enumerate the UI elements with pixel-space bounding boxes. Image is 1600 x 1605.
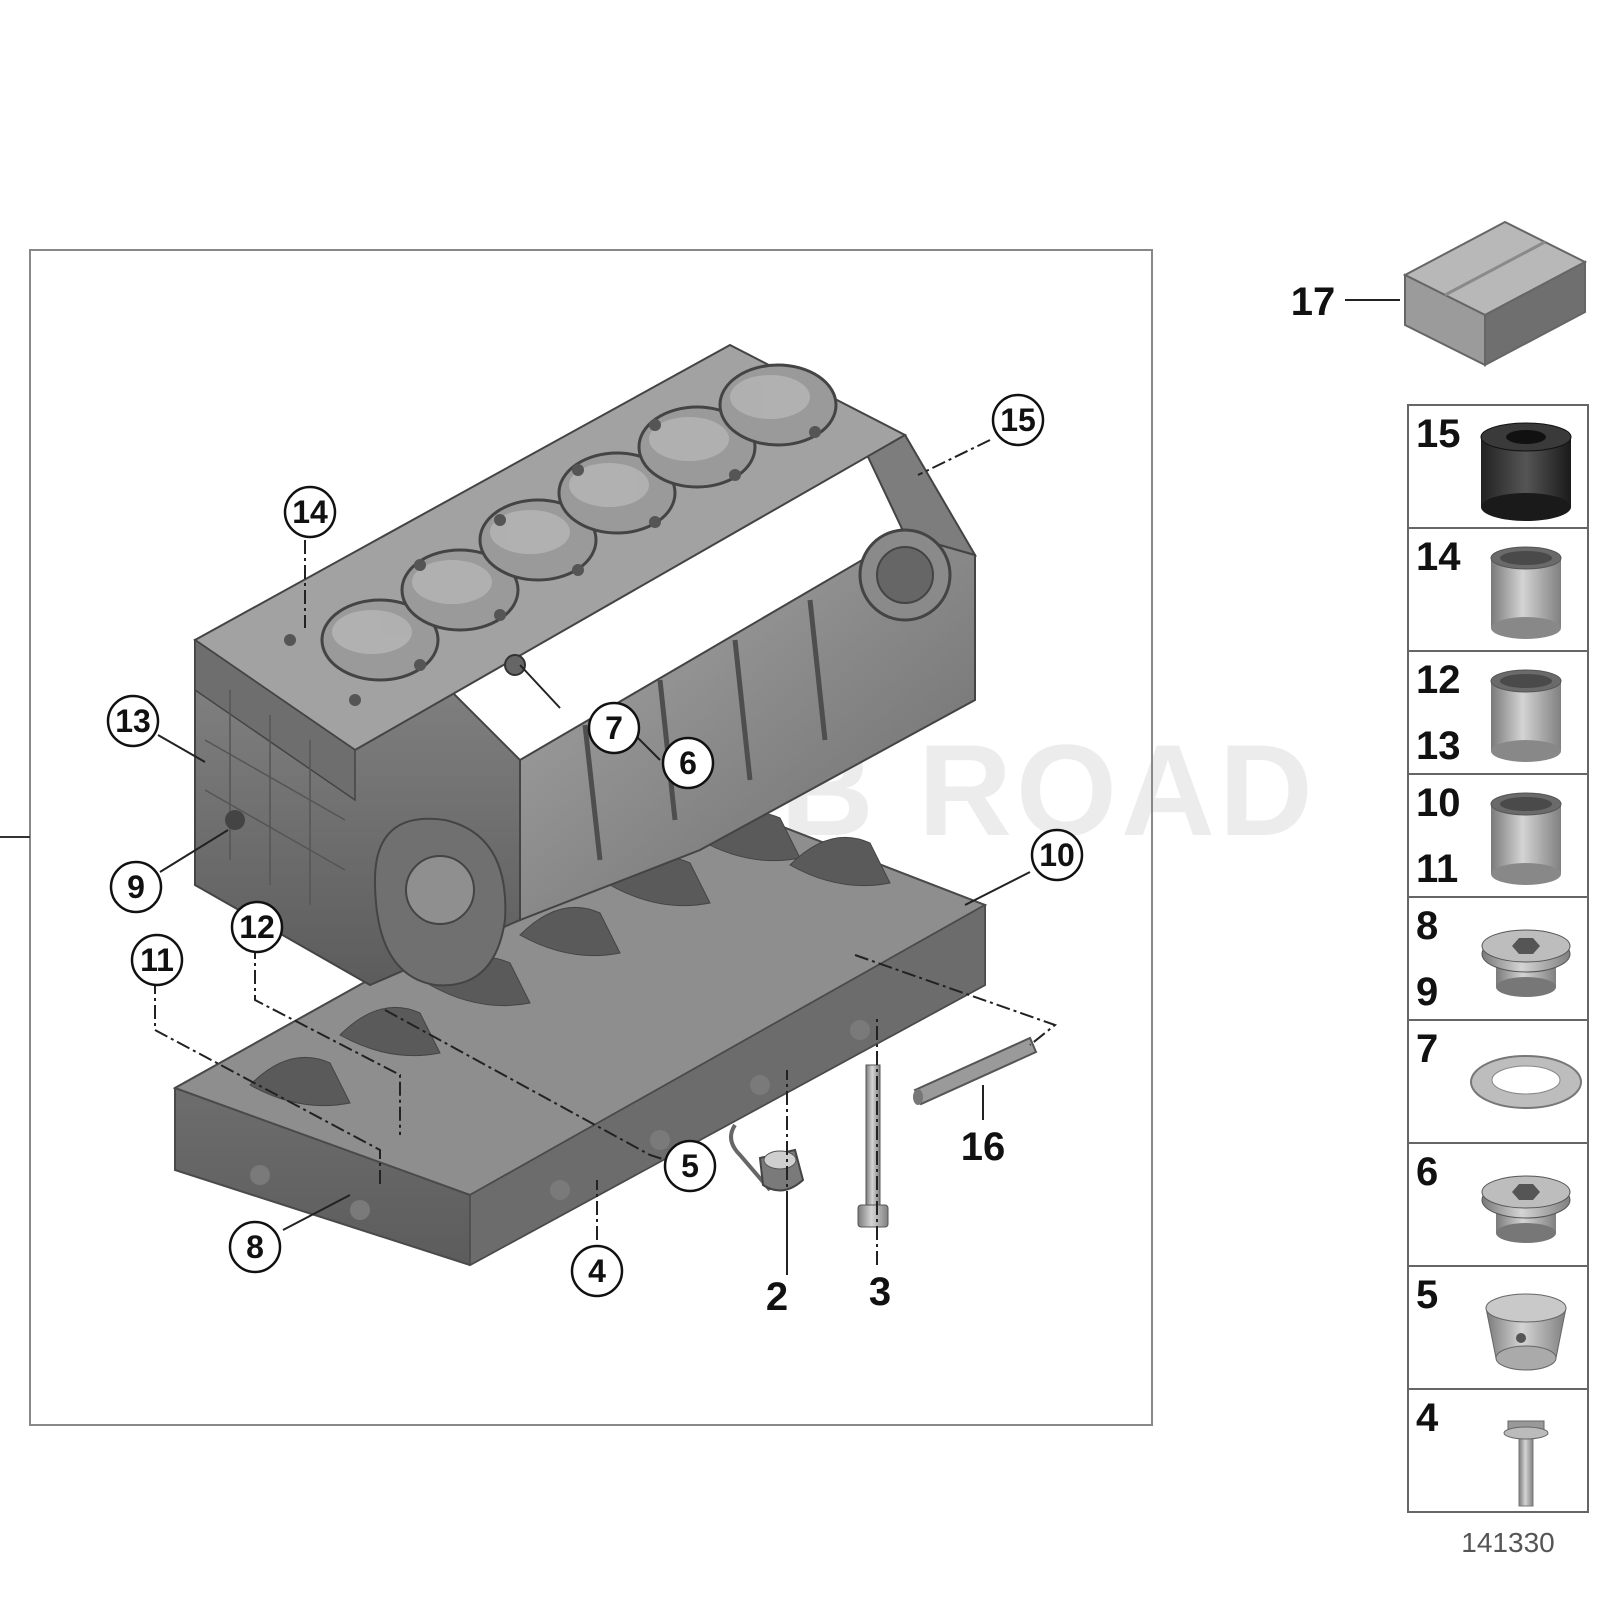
sidebar-label: 9 xyxy=(1416,970,1438,1014)
callout-12: 12 xyxy=(230,900,284,954)
sidebar-cell-7: 6 xyxy=(1408,1142,1588,1243)
sleeve-icon xyxy=(1490,792,1562,885)
label-16: 16 xyxy=(961,1125,1006,1169)
callout-4: 4 xyxy=(570,1244,624,1298)
callout-9: 9 xyxy=(109,860,163,914)
callout-label: 11 xyxy=(140,942,174,978)
sidebar-cell-3: 12 13 xyxy=(1408,650,1588,768)
leader-lines xyxy=(154,299,1400,1275)
sidebar-label: 4 xyxy=(1416,1396,1439,1440)
callout-label: 15 xyxy=(1000,402,1036,438)
callout-label: 9 xyxy=(127,869,145,905)
rubber-bush-icon xyxy=(1480,422,1572,521)
sidebar-cell-1: 15 xyxy=(1416,412,1572,521)
sidebar-label: 15 xyxy=(1416,412,1461,456)
sidebar-label: 11 xyxy=(1416,847,1458,891)
sidebar-cell-2: 14 xyxy=(1408,527,1588,639)
label-3: 3 xyxy=(869,1270,891,1314)
callout-label: 13 xyxy=(115,703,151,739)
sidebar-cell-9: 4 xyxy=(1408,1388,1588,1507)
callout-circle xyxy=(130,933,184,987)
callout-label: 6 xyxy=(679,745,697,781)
sidebar-cell-8: 5 xyxy=(1408,1265,1588,1371)
callout-5: 5 xyxy=(663,1139,717,1193)
screw-plug-icon xyxy=(1481,929,1571,997)
engine-block-illustration xyxy=(193,343,978,987)
callout-label: 14 xyxy=(292,494,328,530)
callout-group: 14 15 13 7 6 9 10 12 11 5 8 4 xyxy=(106,393,1084,1298)
bolt-icon xyxy=(1503,1420,1549,1507)
callout-label: 4 xyxy=(588,1253,606,1289)
callout-circle xyxy=(283,485,337,539)
sidebar-label: 6 xyxy=(1416,1150,1438,1194)
sidebar-label: 7 xyxy=(1416,1027,1438,1071)
callout-11: 11 xyxy=(130,933,184,987)
screw-plug-slotted-icon xyxy=(1485,1293,1567,1371)
label-2: 2 xyxy=(766,1275,788,1319)
callout-13: 13 xyxy=(106,694,160,748)
callout-circle xyxy=(228,1220,282,1274)
part-2-illustration xyxy=(729,1123,805,1192)
sleeve-icon xyxy=(1490,669,1562,762)
callout-10: 10 xyxy=(1030,828,1084,882)
callout-label: 5 xyxy=(681,1148,699,1184)
callout-7: 7 xyxy=(587,701,641,755)
sidebar-label: 13 xyxy=(1416,724,1461,768)
callout-circle xyxy=(587,701,641,755)
sidebar-cell-4: 10 11 xyxy=(1408,773,1588,891)
callout-14: 14 xyxy=(283,485,337,539)
callout-circle xyxy=(570,1244,624,1298)
sidebar-cell-6: 7 xyxy=(1408,1019,1588,1109)
callout-label: 7 xyxy=(605,710,623,746)
reference-number: 141330 xyxy=(1461,1527,1554,1558)
callout-15: 15 xyxy=(991,393,1045,447)
sidebar-label: 5 xyxy=(1416,1273,1438,1317)
callout-circle xyxy=(230,900,284,954)
callout-label: 12 xyxy=(239,909,275,945)
sleeve-icon xyxy=(1490,546,1562,639)
sidebar-cell-5: 89 xyxy=(1408,896,1588,1014)
label-17: 17 xyxy=(1291,280,1336,324)
callout-8: 8 xyxy=(228,1220,282,1274)
callout-6: 6 xyxy=(661,736,715,790)
callout-label: 10 xyxy=(1039,837,1075,873)
callout-circle xyxy=(991,393,1045,447)
sidebar-label: 8 xyxy=(1416,904,1438,948)
callout-circle xyxy=(109,860,163,914)
sidebar-label: 10 xyxy=(1416,781,1461,825)
seal-ring-icon xyxy=(1470,1055,1582,1109)
callout-circle xyxy=(661,736,715,790)
part-3-illustration xyxy=(857,1064,889,1228)
callout-circle xyxy=(663,1139,717,1193)
callout-circle xyxy=(1030,828,1084,882)
callout-circle xyxy=(106,694,160,748)
part-17-box-illustration xyxy=(1402,220,1588,367)
part-16-illustration xyxy=(913,1036,1038,1106)
sidebar-label: 12 xyxy=(1416,658,1461,702)
callout-label: 8 xyxy=(246,1229,264,1265)
sidebar-label: 14 xyxy=(1416,535,1461,579)
screw-plug-icon xyxy=(1481,1175,1571,1243)
